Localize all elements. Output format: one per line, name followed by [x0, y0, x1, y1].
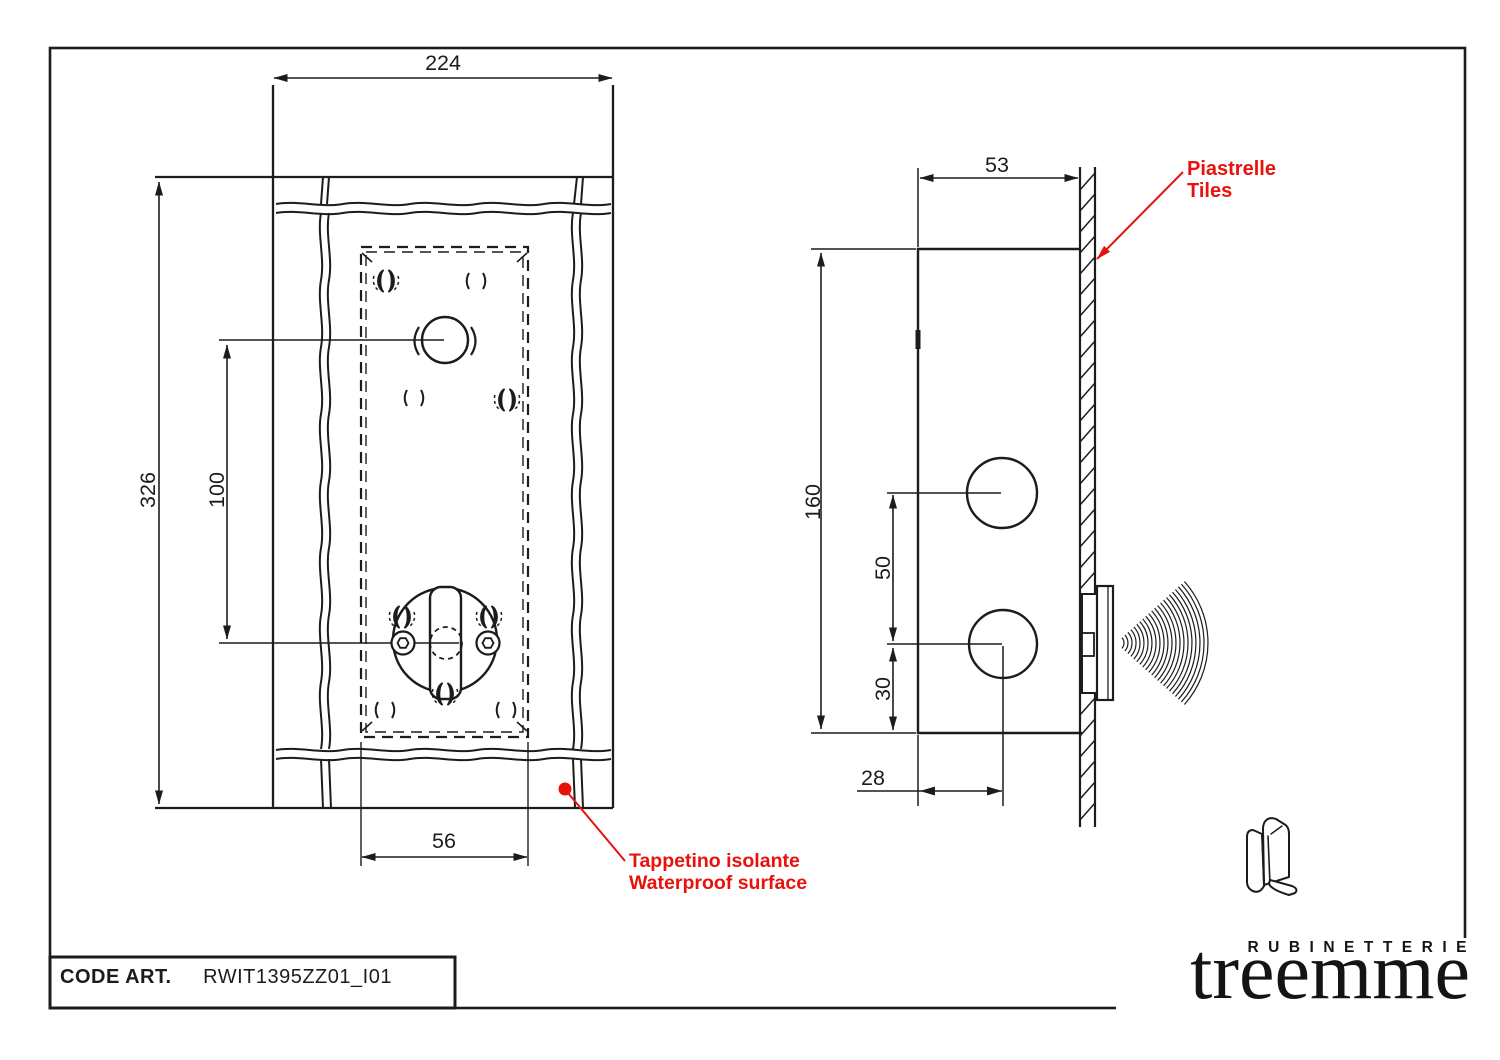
screw-mark — [374, 701, 396, 719]
spray-nozzle — [1081, 584, 1115, 702]
code-art-box — [48, 955, 457, 1010]
dim-224: 224 — [425, 51, 461, 75]
wall-hatching — [1079, 172, 1096, 821]
title-block-text: CODE ART. RWIT1395ZZ01_I01 — [60, 966, 450, 989]
upper-hole-left-paren — [413, 326, 420, 356]
upper-hole-right-paren — [470, 326, 477, 356]
mat-annotation-it: Tappetino isolante — [629, 850, 800, 872]
code-art-value: RWIT1395ZZ01_I01 — [203, 966, 392, 988]
dim-100: 100 — [205, 472, 229, 508]
side-dimensions — [811, 174, 1079, 796]
tiles-leader-arrow — [1096, 171, 1184, 260]
brand-logo: RUBINETTERIE treemme — [1116, 932, 1472, 1012]
dimension-labels: 224 326 100 56 53 160 50 30 28 — [136, 51, 1009, 853]
code-art-label: CODE ART. — [60, 966, 172, 988]
sheet-border — [48, 46, 1467, 1010]
side-view — [811, 167, 1209, 827]
tiles-annotation-it: Piastrelle — [1187, 158, 1276, 180]
dim-50: 50 — [871, 556, 895, 580]
screw-mark — [495, 701, 517, 719]
brand-name: treemme — [1190, 928, 1470, 1016]
dim-28: 28 — [861, 766, 885, 790]
red-leaders — [558, 171, 1184, 862]
centerlines — [887, 168, 1004, 806]
fixing-clip — [372, 269, 400, 293]
tiled-wall-outline — [155, 85, 615, 810]
mat-leader-dot — [558, 782, 572, 796]
waterproof-mat-outline — [359, 245, 530, 739]
product-3d-icon — [1246, 817, 1298, 896]
dim-160: 160 — [801, 484, 825, 520]
spray-fan — [1121, 581, 1209, 705]
tiles-annotation-en: Tiles — [1187, 180, 1233, 202]
dim-326: 326 — [136, 472, 160, 508]
body-outline — [916, 247, 1082, 735]
brand-tagline: RUBINETTERIE — [1247, 939, 1476, 956]
tiles-annotation: Piastrelle Tiles — [1187, 158, 1276, 202]
mat-leader-line — [567, 792, 626, 862]
wall-section — [1078, 167, 1097, 827]
dim-53: 53 — [985, 153, 1009, 177]
front-view — [155, 74, 615, 866]
dim-30: 30 — [871, 677, 895, 701]
front-dimensions — [155, 74, 613, 866]
fixing-clip — [493, 388, 521, 412]
edge-tick — [915, 330, 921, 349]
mat-annotation-en: Waterproof surface — [629, 871, 808, 894]
mat-annotation: Tappetino isolante Waterproof surface — [629, 850, 808, 894]
screw-mark — [465, 272, 487, 290]
tile-joints — [275, 176, 612, 809]
screw-mark — [403, 389, 425, 407]
mixer-valve — [219, 585, 503, 706]
dim-56: 56 — [432, 829, 456, 853]
